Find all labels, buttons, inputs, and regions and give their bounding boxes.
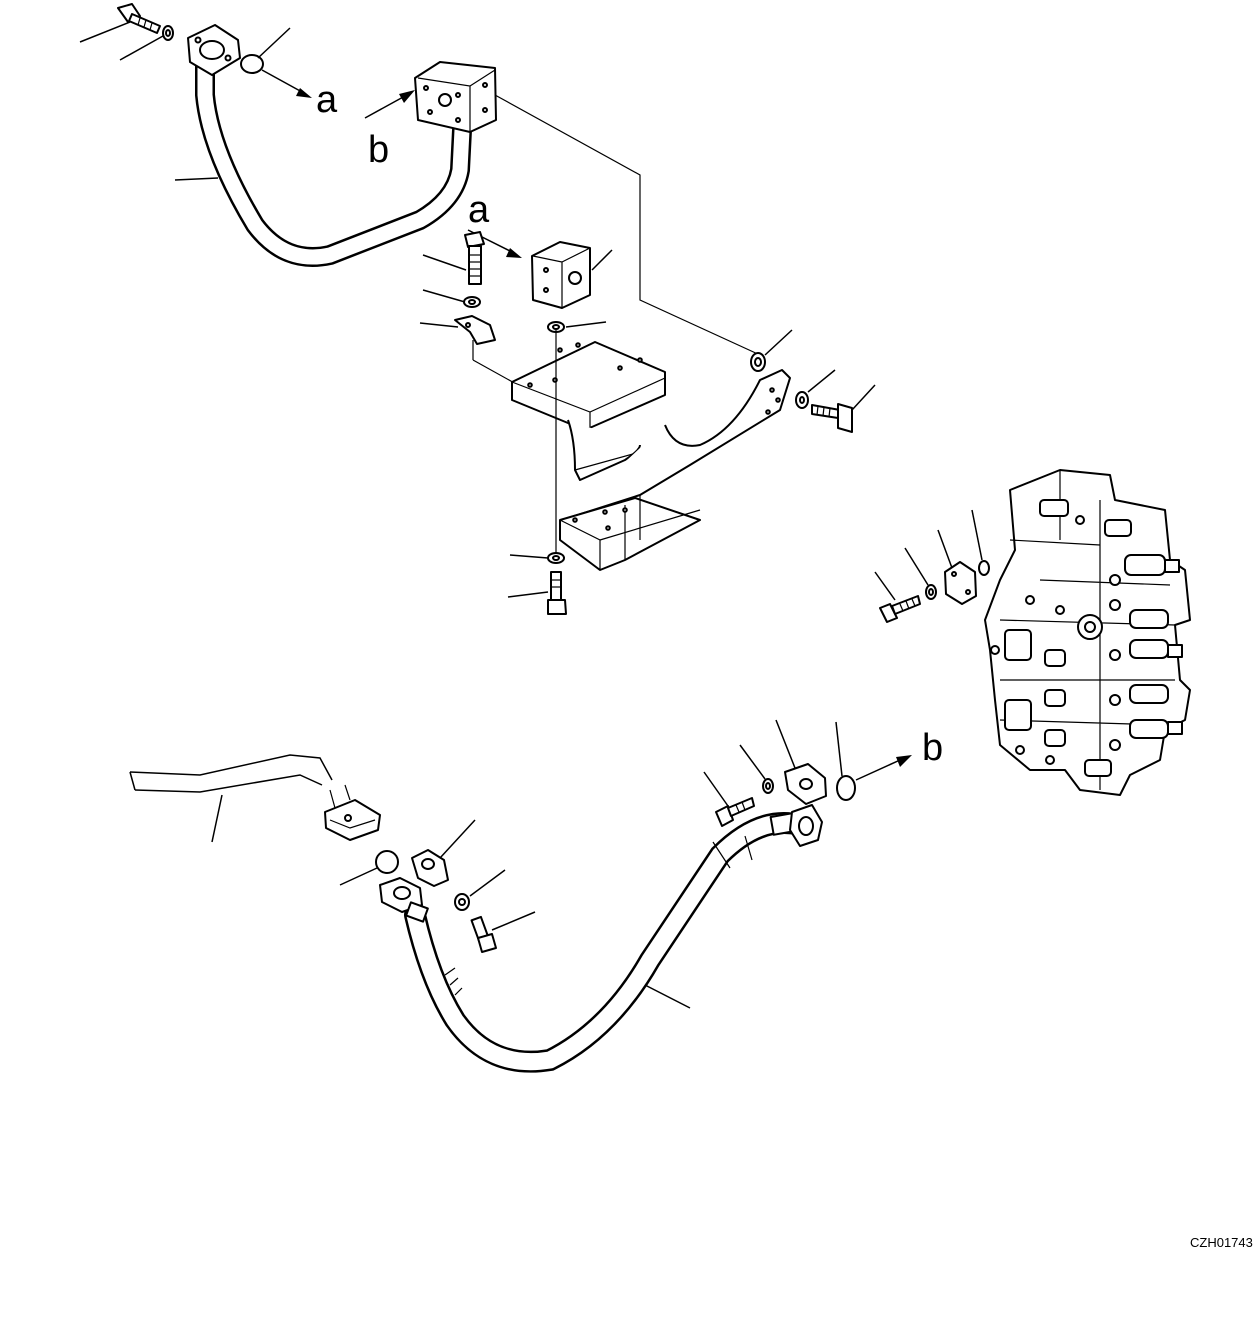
label-a-top: a <box>316 79 338 121</box>
split-flange-icon <box>187 24 241 76</box>
washer-icon <box>762 778 774 794</box>
washer-icon <box>925 584 937 600</box>
valve-port-parts <box>874 509 990 623</box>
washer-icon <box>162 25 174 41</box>
label-a-mid: a <box>468 189 490 231</box>
split-flange-icon <box>944 561 977 605</box>
bolt-icon <box>117 3 161 34</box>
drawing-code: CZH01743 <box>1190 1235 1253 1250</box>
bolt-icon <box>464 231 485 285</box>
split-flange-icon <box>411 849 449 887</box>
o-ring-icon <box>836 775 856 801</box>
bolt-icon <box>811 403 853 433</box>
o-ring-icon <box>978 560 990 576</box>
hose-fitting-left <box>379 877 429 923</box>
block-b <box>414 61 497 133</box>
label-b-right: b <box>922 727 943 769</box>
bolt-icon <box>470 915 497 953</box>
bolt-icon <box>715 797 755 827</box>
o-ring-icon <box>375 850 399 874</box>
bracket-assembly <box>419 229 876 615</box>
control-valve-icon <box>984 469 1191 796</box>
block-a <box>531 241 591 309</box>
pipe-end-flange <box>324 799 381 841</box>
mounting-bracket <box>511 341 791 571</box>
bolt-icon <box>547 571 567 615</box>
washer-icon <box>750 352 766 372</box>
upper-pipe-assembly <box>79 3 480 267</box>
washer-icon <box>547 552 565 564</box>
label-b-top: b <box>368 129 389 171</box>
washer-icon <box>795 391 809 409</box>
washer-icon <box>463 296 481 308</box>
hose-fitting-right <box>769 804 823 847</box>
lower-hose-assembly <box>129 719 912 1073</box>
o-ring-icon <box>240 54 264 74</box>
upper-block-assembly <box>364 61 761 356</box>
bolt-icon <box>879 595 921 623</box>
clamp-plate <box>454 315 496 345</box>
washer-icon <box>454 893 470 911</box>
split-flange-icon <box>784 763 827 805</box>
